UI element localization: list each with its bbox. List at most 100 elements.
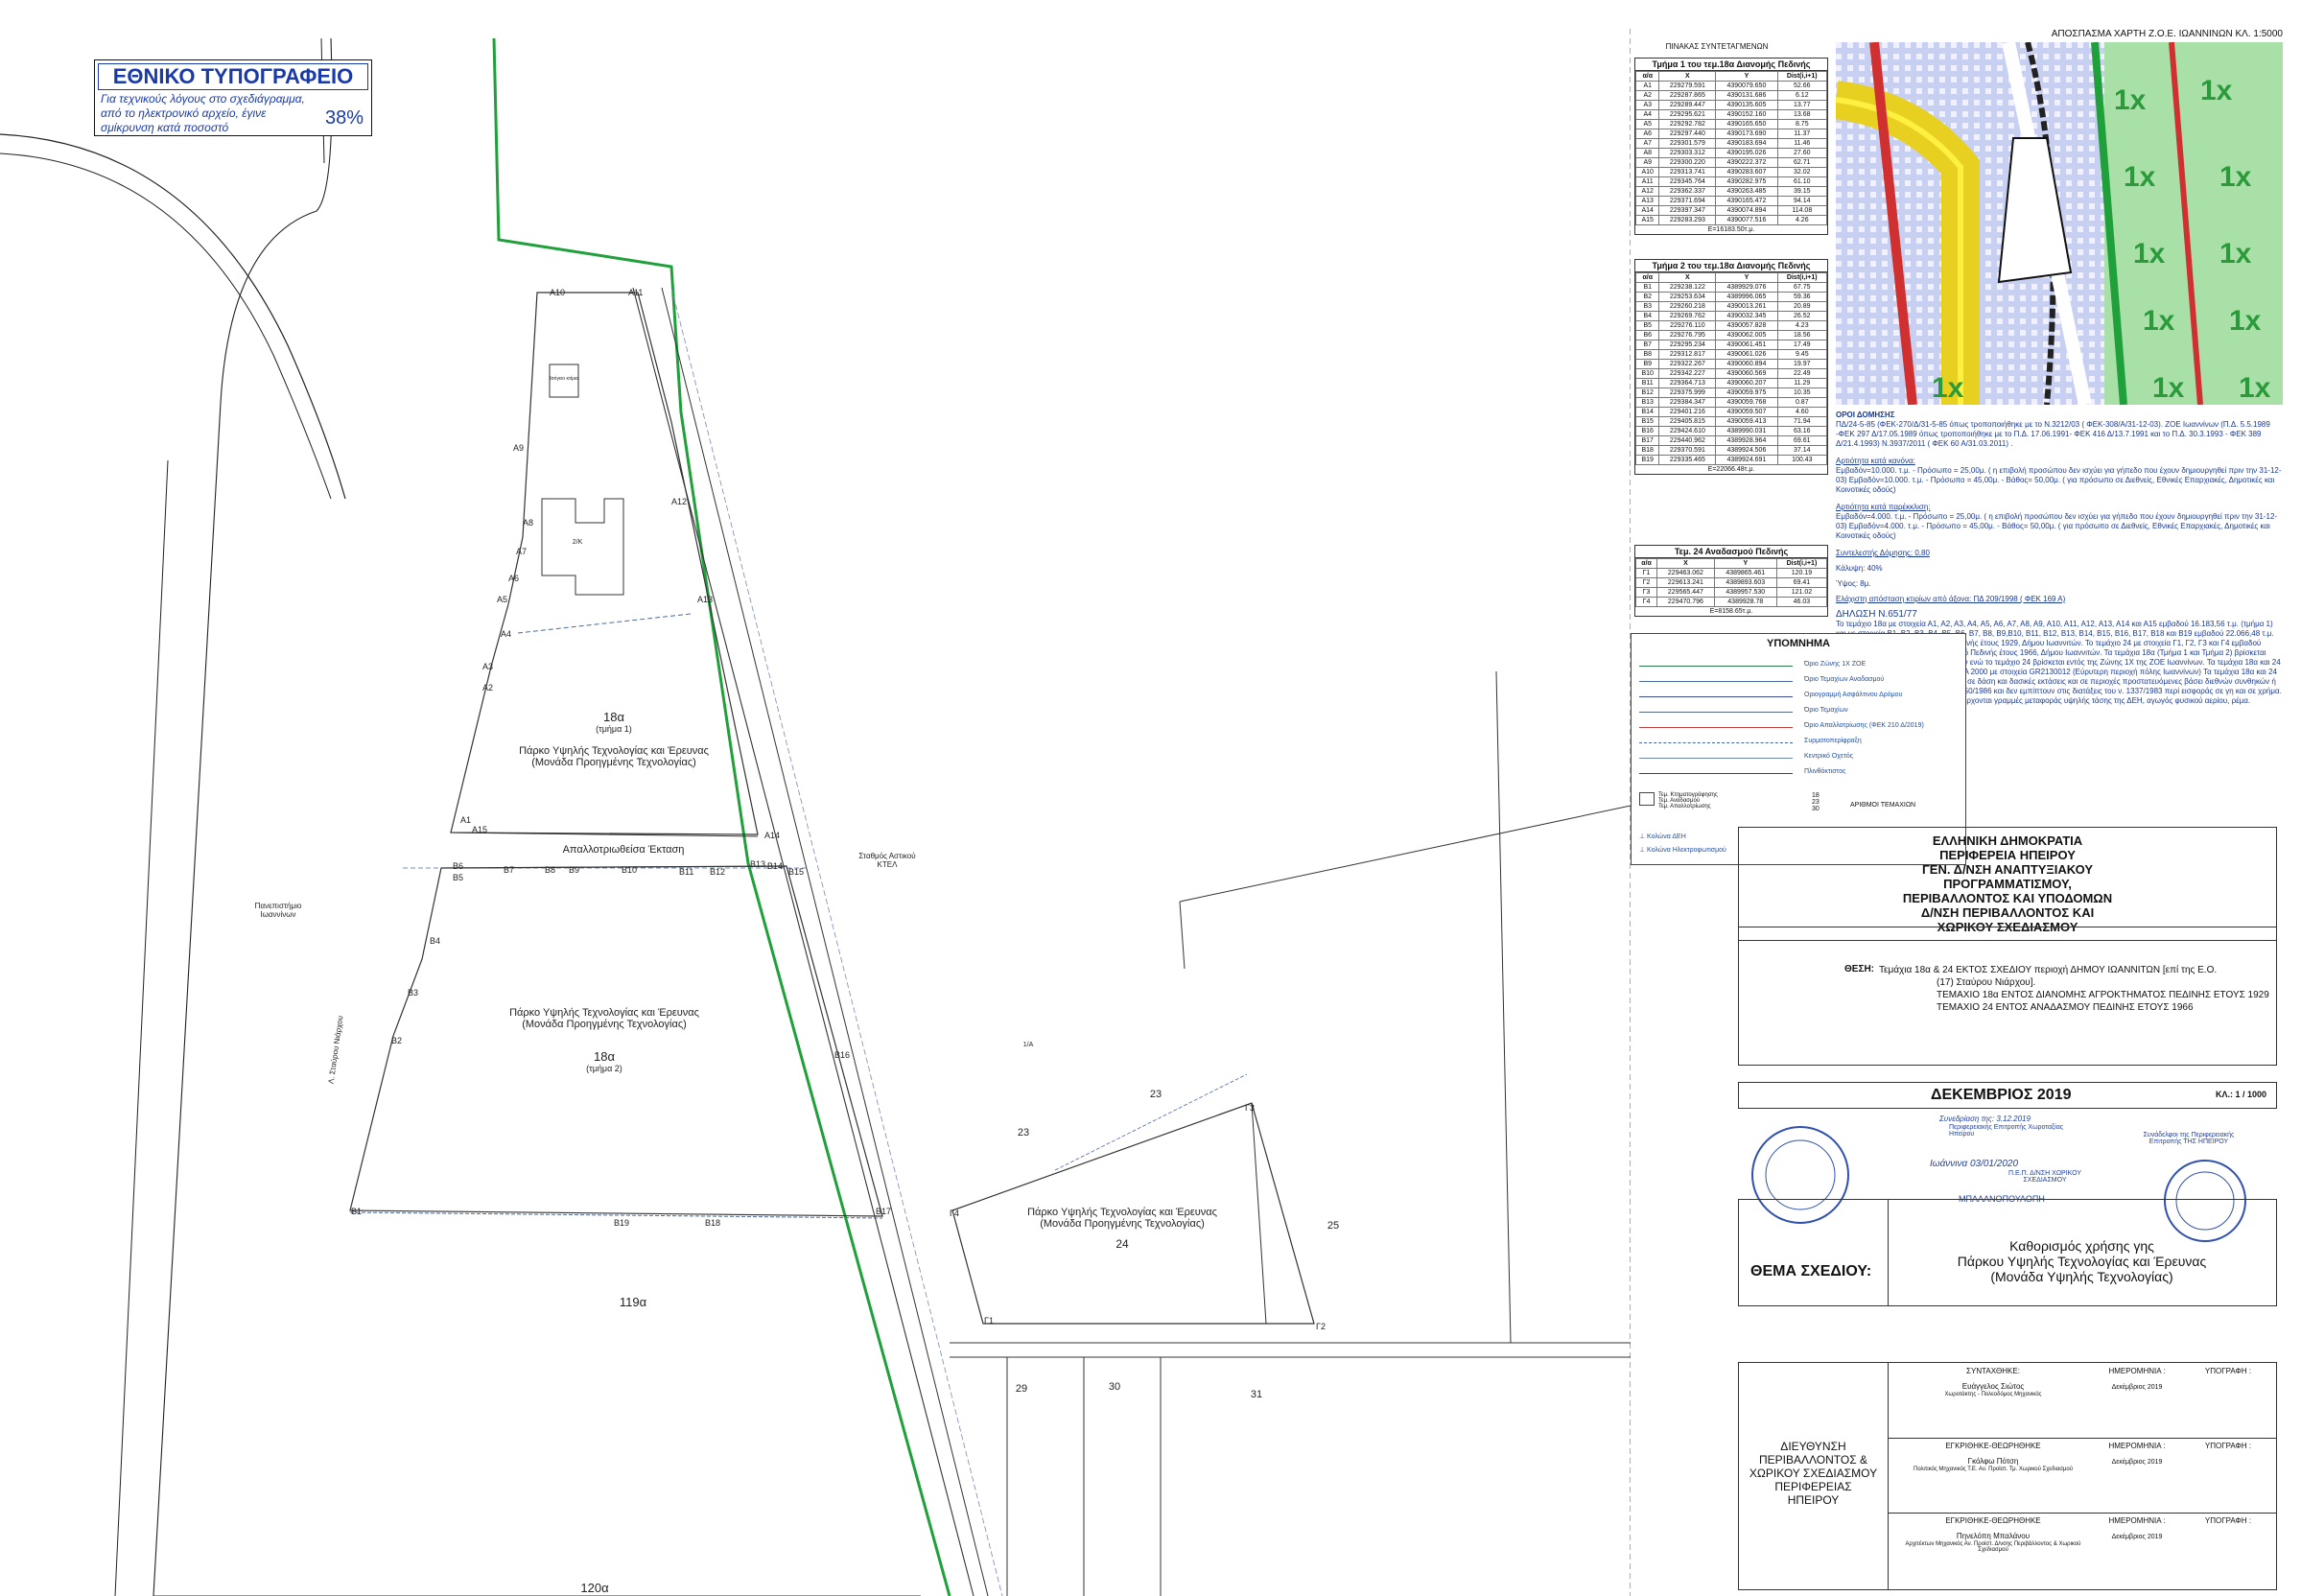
table-cell: A15 — [1634, 215, 1660, 225]
table-cell: 22.49 — [1776, 368, 1828, 379]
table-cell: 4390060.207 — [1715, 378, 1778, 388]
table-cell: B8 — [1634, 349, 1660, 360]
inset-parcel-outline — [1997, 137, 2073, 284]
legend-label: Όριο Απαλλοτρίωσης (ΦΕΚ 210 Δ/2019) — [1804, 722, 1924, 729]
table-cell: 46.03 — [1775, 597, 1828, 607]
signature-header: ΥΠΟΓΡΑΦΗ : — [2204, 1442, 2252, 1450]
table-cell: 4390222.372 — [1715, 157, 1778, 168]
date-block: ΔΕΚΕΜΒΡΙΟΣ 2019 ΚΛ.: 1 / 1000 — [1738, 1082, 2277, 1109]
point-label: B2 — [391, 1036, 403, 1045]
point-label: A11 — [628, 288, 644, 297]
point-label: B17 — [876, 1207, 892, 1216]
table-cell: 37.14 — [1776, 445, 1828, 456]
point-label: B15 — [788, 867, 805, 877]
legend-label: Όριο Τεμαχίων — [1804, 707, 1848, 714]
table-cell: 229364.713 — [1658, 378, 1717, 388]
svg-text:1x: 1x — [2229, 305, 2262, 337]
table-cell: 52.66 — [1776, 81, 1828, 91]
table-cell: B6 — [1634, 330, 1660, 340]
signature-header: ΥΠΟΓΡΑΦΗ : — [2204, 1516, 2252, 1525]
coords-title: ΠΙΝΑΚΑΣ ΣΥΝΤΕΤΑΓΜΕΝΩΝ — [1665, 42, 1769, 51]
national-printing-notice: ΕΘΝΙΚΟ ΤΥΠΟΓΡΑΦΕΙΟ Για τεχνικούς λόγους … — [94, 59, 372, 136]
point-label: A3 — [482, 662, 494, 671]
table-cell: 229295.234 — [1658, 340, 1717, 350]
point-label: B16 — [834, 1050, 851, 1060]
date-header: ΗΜΕΡΟΜΗΝΙΑ : — [2108, 1516, 2166, 1525]
legend-line-swatch — [1639, 773, 1793, 774]
inset-title: ΑΠΟΣΠΑΣΜΑ ΧΑΡΤΗ Ζ.Ο.Ε. ΙΩΑΝΝΙΝΩΝ ΚΛ. 1:5… — [2051, 29, 2283, 39]
legend-line-swatch — [1639, 712, 1793, 713]
table-cell: B3 — [1634, 301, 1660, 312]
table-cell: 4390074.894 — [1715, 205, 1778, 216]
column-header: α/α — [1634, 71, 1660, 82]
table-cell: 229397.347 — [1658, 205, 1717, 216]
table-cell: 229384.347 — [1658, 397, 1717, 408]
signer-title: Χωροτάκτης - Πολεοδόμος Μηχανικός — [1944, 1392, 2042, 1397]
point-label: B11 — [679, 867, 694, 877]
table-cell: A14 — [1634, 205, 1660, 216]
point-label: Γ1 — [984, 1316, 994, 1326]
table-cell: B10 — [1634, 368, 1660, 379]
point-label: A4 — [501, 629, 512, 639]
table-cell: 4390165.472 — [1715, 196, 1778, 206]
signer-title: Πολιτικός Μηχανικός Τ.Ε. Αν. Προϊστ. Τμ.… — [1914, 1467, 2073, 1472]
organization-block: ΕΛΛΗΝΙΚΗ ΔΗΜΟΚΡΑΤΙΑ ΠΕΡΙΦΕΡΕΙΑ ΗΠΕΙΡΟΥ Γ… — [1738, 827, 2277, 941]
parcel-23b: 23 — [1017, 1127, 1030, 1138]
svg-text:1x: 1x — [2114, 84, 2147, 116]
parcel-18a-part1: 18α (τμήμα 1) Πάρκο Υψηλής Τεχνολογίας κ… — [519, 710, 709, 768]
table-cell: 13.68 — [1776, 109, 1828, 120]
table-cell: 4389893.603 — [1713, 577, 1777, 588]
table-cell: 4390183.694 — [1715, 138, 1778, 149]
point-label: A7 — [516, 547, 528, 556]
table-cell: 27.60 — [1776, 148, 1828, 158]
table-cell: B4 — [1634, 311, 1660, 321]
table-cell: 6.12 — [1776, 90, 1828, 101]
table-cell: 229362.337 — [1658, 186, 1717, 197]
table-cell: 229312.817 — [1658, 349, 1717, 360]
table-cell: 61.10 — [1776, 176, 1828, 187]
table-cell: 4390059.507 — [1715, 407, 1778, 417]
point-label: A9 — [513, 443, 525, 453]
road-curve-left — [0, 133, 346, 500]
table-cell: 4390059.413 — [1715, 416, 1778, 427]
zone-1x-boundary — [492, 37, 951, 1596]
column-header: Y — [1715, 71, 1778, 82]
table-cell: 229276.110 — [1658, 320, 1717, 331]
table-cell: 19.97 — [1776, 359, 1828, 369]
svg-text:1x: 1x — [2200, 75, 2233, 106]
building-terms: ΟΡΟΙ ΔΟΜΗΣΗΣ ΠΔ/24-5-85 (ΦΕΚ-270/Δ/31-5-… — [1836, 411, 2282, 705]
point-label: B1 — [351, 1207, 363, 1216]
table-cell: 229276.795 — [1658, 330, 1717, 340]
table-cell: 0.87 — [1776, 397, 1828, 408]
parcel-31: 31 — [1250, 1389, 1263, 1400]
table-cell: 4389957.530 — [1713, 587, 1777, 598]
column-header: α/α — [1634, 272, 1660, 283]
table-cell: 229297.440 — [1658, 129, 1717, 139]
table-cell: 4390032.345 — [1715, 311, 1778, 321]
table-cell: 11.46 — [1776, 138, 1828, 149]
scale-text: ΚΛ.: 1 / 1000 — [2215, 1090, 2266, 1099]
table-cell: 229370.591 — [1658, 445, 1717, 456]
table-cell: 10.35 — [1776, 387, 1828, 398]
table-cell: 4389928.964 — [1715, 435, 1778, 446]
table-cell: 4.60 — [1776, 407, 1828, 417]
column-header: Y — [1715, 272, 1778, 283]
parcel-119a: 119α — [619, 1295, 647, 1309]
legend-label: Κεντρικό Οχετός — [1804, 753, 1854, 760]
pole-legend-2: ⊥ Κολώνα Ηλεκτροφωτισμού — [1639, 847, 1726, 854]
legend-line-swatch — [1639, 666, 1793, 667]
table-cell: 229322.267 — [1658, 359, 1717, 369]
